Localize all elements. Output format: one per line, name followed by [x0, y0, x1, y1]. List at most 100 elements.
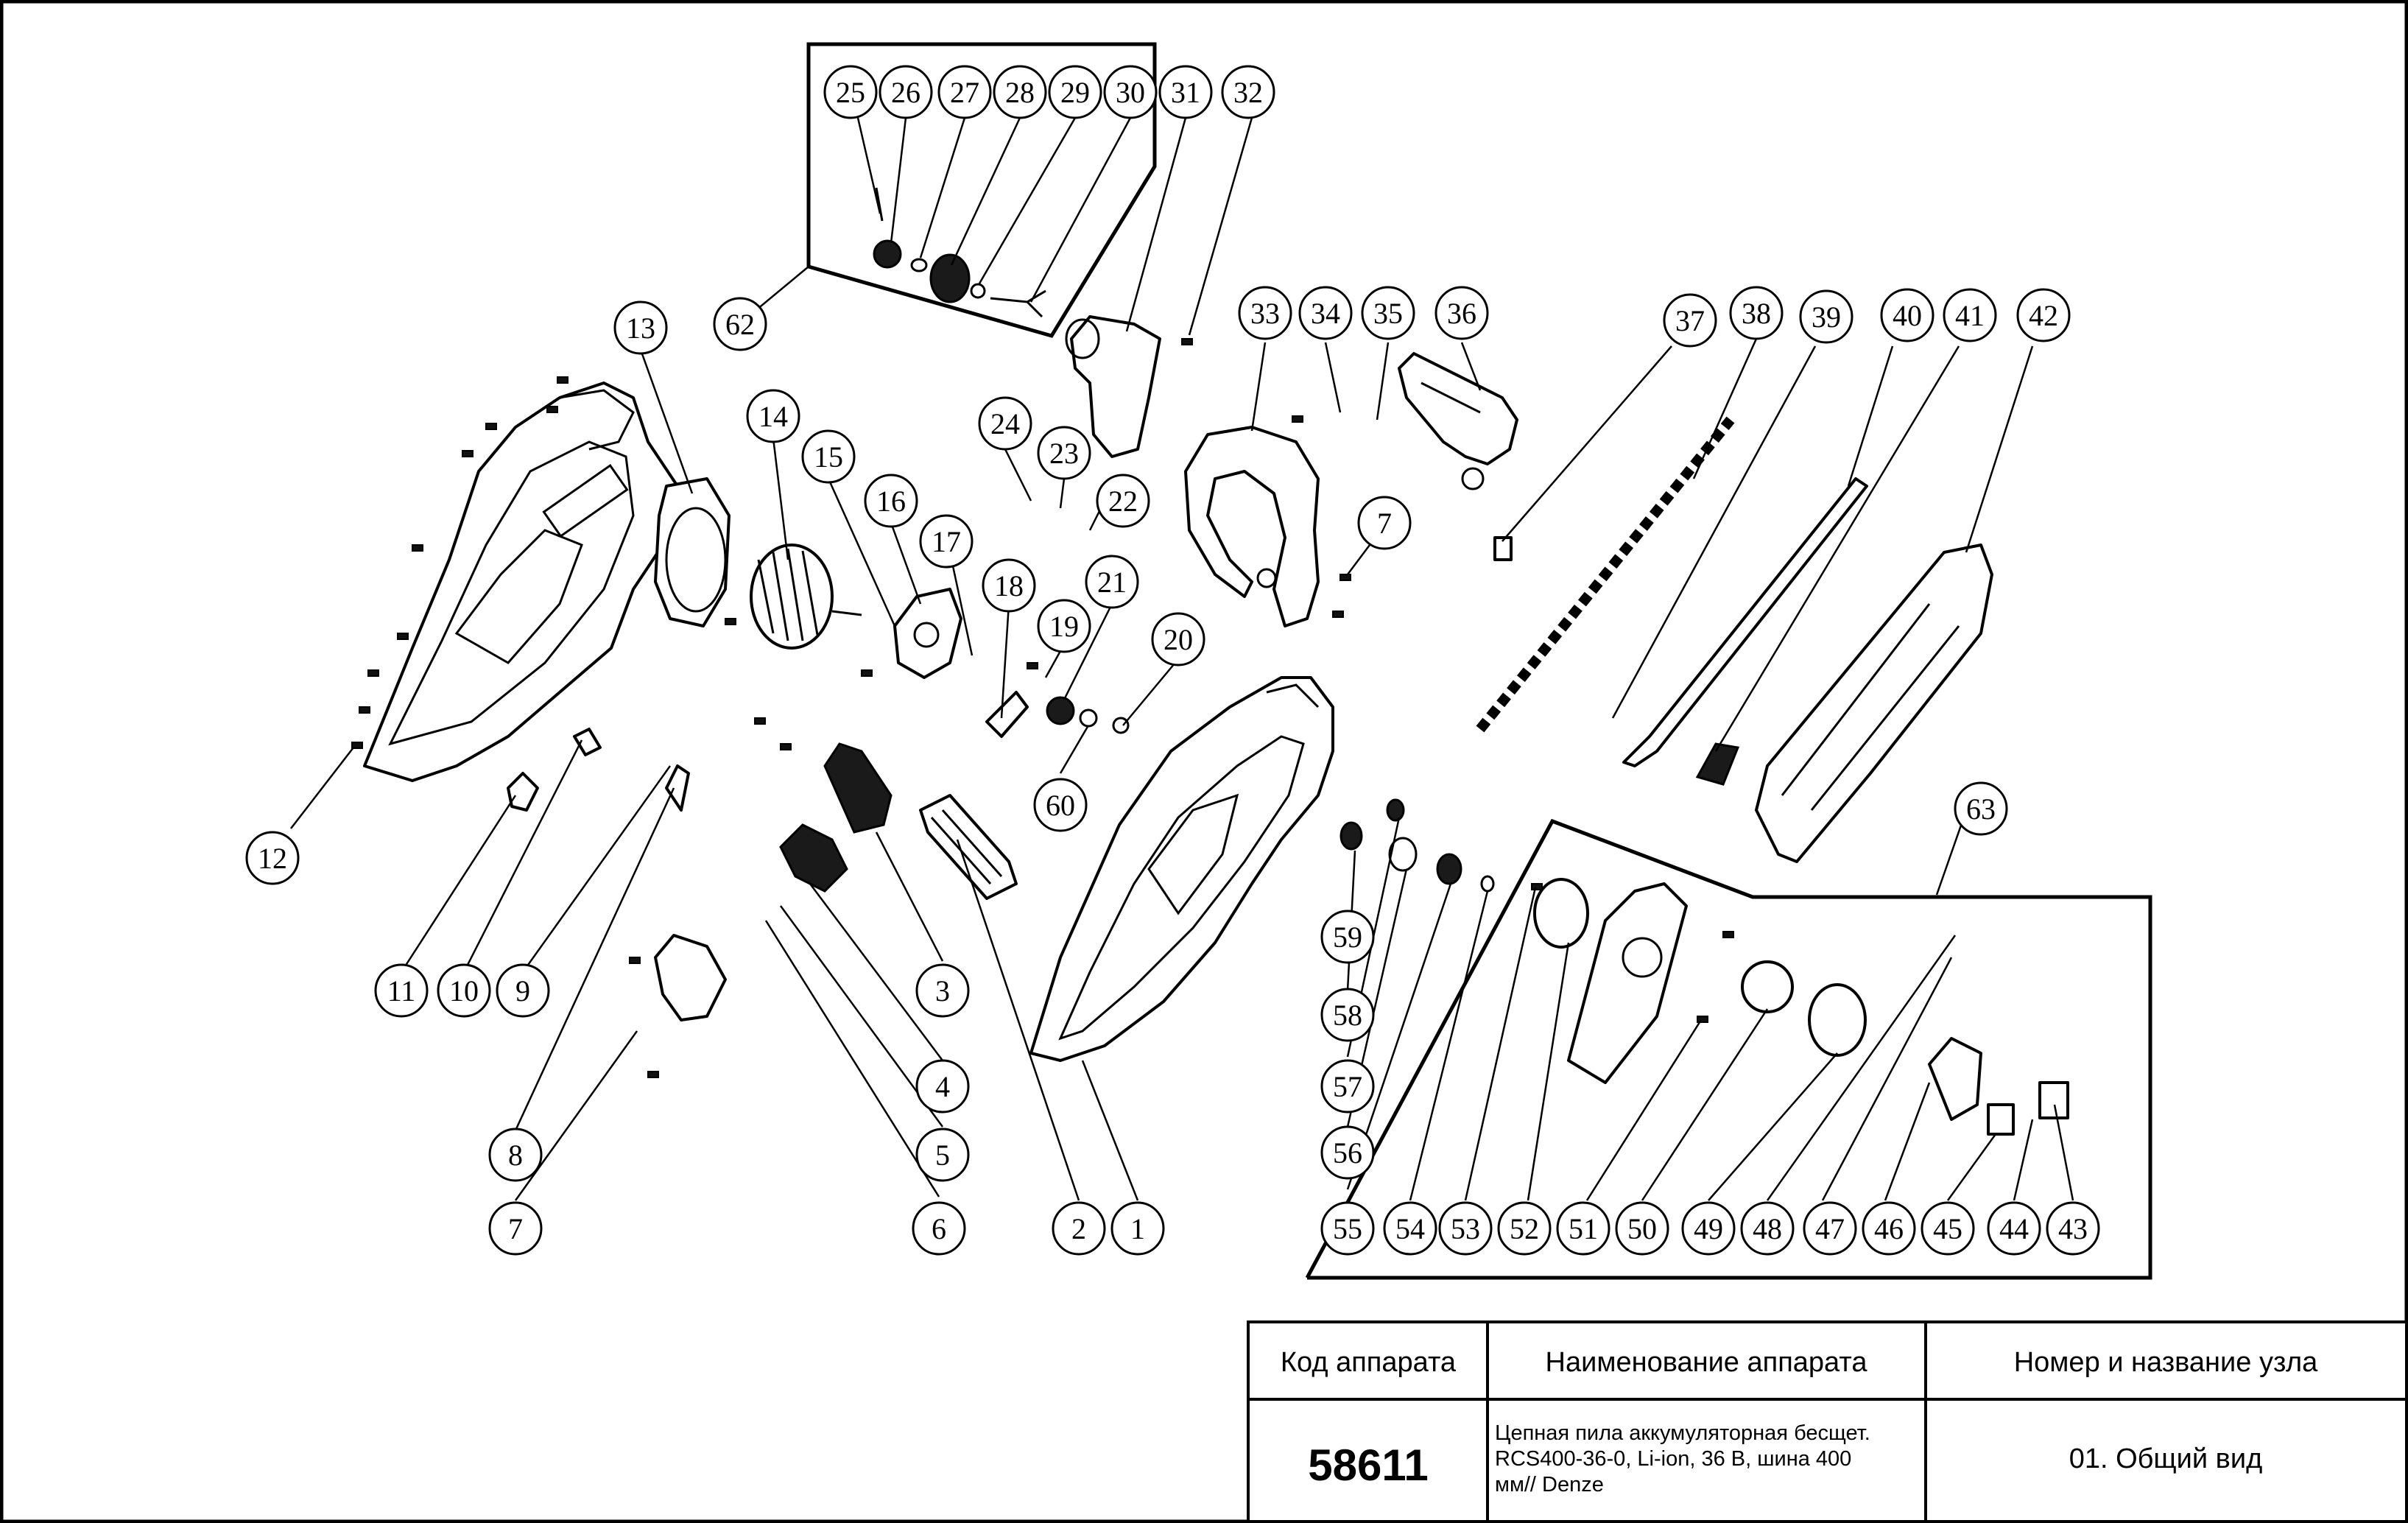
saw-chain-part	[1476, 416, 1735, 733]
callout-circle	[1497, 1201, 1552, 1256]
callout-label: 31	[1171, 76, 1200, 109]
callout-7b: 7	[1357, 496, 1412, 550]
callout-circle	[919, 514, 974, 569]
callout-label: 5	[935, 1139, 950, 1172]
callout-circle	[1361, 286, 1415, 340]
callout-circle	[1681, 1201, 1736, 1256]
callout-circle	[1615, 1201, 1669, 1256]
group-frame-63	[1305, 818, 2152, 1280]
callout-14: 14	[746, 389, 800, 443]
hand-guard-part	[1398, 352, 1518, 490]
guide-bar-part	[1622, 477, 1868, 767]
callout-37: 37	[1663, 293, 1717, 348]
callout-label: 8	[508, 1139, 523, 1172]
callout-52: 52	[1497, 1201, 1552, 1256]
bearing-part	[1046, 696, 1075, 725]
callout-circle	[1320, 988, 1375, 1042]
front-handle-part	[1184, 426, 1320, 627]
oil-pump-group-parts	[873, 187, 1046, 318]
callout-label: 62	[725, 308, 755, 341]
callout-39: 39	[1799, 289, 1853, 344]
callout-circle	[1320, 1125, 1375, 1180]
callout-label: 28	[1005, 76, 1035, 109]
callout-circle	[1803, 1201, 1857, 1256]
callout-circle	[713, 297, 767, 351]
callout-34: 34	[1298, 286, 1353, 340]
callout-label: 54	[1395, 1212, 1425, 1245]
title-block: Код аппарата Наименование аппарата Номер…	[1247, 1320, 2408, 1523]
callout-label: 7	[1377, 507, 1392, 540]
callout-label: 57	[1333, 1070, 1362, 1103]
callout-label: 60	[1046, 789, 1075, 822]
callout-circle	[1921, 1201, 1975, 1256]
callout-label: 6	[932, 1212, 946, 1245]
callout-46: 46	[1862, 1201, 1916, 1256]
callout-circle	[613, 300, 668, 355]
callout-19: 19	[1037, 599, 1091, 653]
callout-circle	[823, 65, 878, 119]
callout-circle	[1357, 496, 1412, 550]
gear-plate-part	[893, 588, 962, 679]
callout-circle	[879, 65, 933, 119]
callout-59: 59	[1320, 910, 1375, 964]
callout-21: 21	[1085, 555, 1139, 609]
connector-part	[507, 772, 539, 812]
callout-label: 22	[1108, 485, 1138, 518]
callout-label: 11	[387, 974, 416, 1007]
callout-11: 11	[374, 963, 429, 1018]
filter-part	[919, 794, 1018, 900]
callout-circle	[1238, 286, 1292, 340]
screws	[351, 338, 1734, 1078]
callout-6: 6	[912, 1201, 966, 1256]
callout-7a: 7	[488, 1201, 543, 1256]
callout-label: 52	[1510, 1212, 1539, 1245]
bar-nut-part	[1695, 742, 1740, 786]
callout-1: 1	[1110, 1201, 1165, 1256]
callout-label: 59	[1333, 921, 1362, 954]
callout-56: 56	[1320, 1125, 1375, 1180]
header-device-name: Наименование аппарата	[1546, 1347, 1868, 1378]
callout-label: 2	[1071, 1212, 1086, 1245]
callout-2: 2	[1052, 1201, 1106, 1256]
callout-label: 12	[258, 842, 287, 875]
callout-label: 56	[1333, 1136, 1362, 1169]
device-code-value: 58611	[1308, 1441, 1429, 1490]
callout-label: 37	[1675, 304, 1705, 337]
callout-circle	[437, 963, 491, 1018]
callout-label: 49	[1694, 1212, 1723, 1245]
callout-58: 58	[1320, 988, 1375, 1042]
callout-12: 12	[245, 831, 300, 885]
callout-label: 32	[1233, 76, 1263, 109]
callout-label: 7	[508, 1212, 523, 1245]
callout-label: 3	[935, 974, 950, 1007]
callout-label: 4	[935, 1070, 950, 1103]
callout-label: 42	[2029, 299, 2058, 332]
spring-part	[1339, 821, 1363, 851]
callout-9: 9	[496, 963, 550, 1018]
callout-circle	[864, 474, 918, 528]
callout-35: 35	[1361, 286, 1415, 340]
assembly-value: 01. Общий вид	[2069, 1443, 2263, 1474]
callout-label: 38	[1742, 297, 1771, 330]
trigger-unit-part	[1065, 315, 1161, 458]
callout-circle	[496, 963, 550, 1018]
callout-45: 45	[1921, 1201, 1975, 1256]
sprocket-washer-part	[1388, 837, 1418, 872]
callout-31: 31	[1158, 65, 1213, 119]
callout-55: 55	[1320, 1201, 1375, 1256]
callout-48: 48	[1740, 1201, 1795, 1256]
callout-circle	[1221, 65, 1275, 119]
callout-circle	[488, 1201, 543, 1256]
callout-53: 53	[1438, 1201, 1493, 1256]
callout-43: 43	[2046, 1201, 2100, 1256]
callout-49: 49	[1681, 1201, 1736, 1256]
callout-circle	[1110, 1201, 1165, 1256]
callout-40: 40	[1880, 288, 1935, 342]
callout-28: 28	[993, 65, 1047, 119]
lever-part	[665, 764, 690, 812]
callout-62: 62	[713, 297, 767, 351]
device-name-line-3: мм// Denze	[1495, 1473, 1604, 1496]
callout-label: 53	[1451, 1212, 1480, 1245]
callout-label: 30	[1116, 76, 1145, 109]
